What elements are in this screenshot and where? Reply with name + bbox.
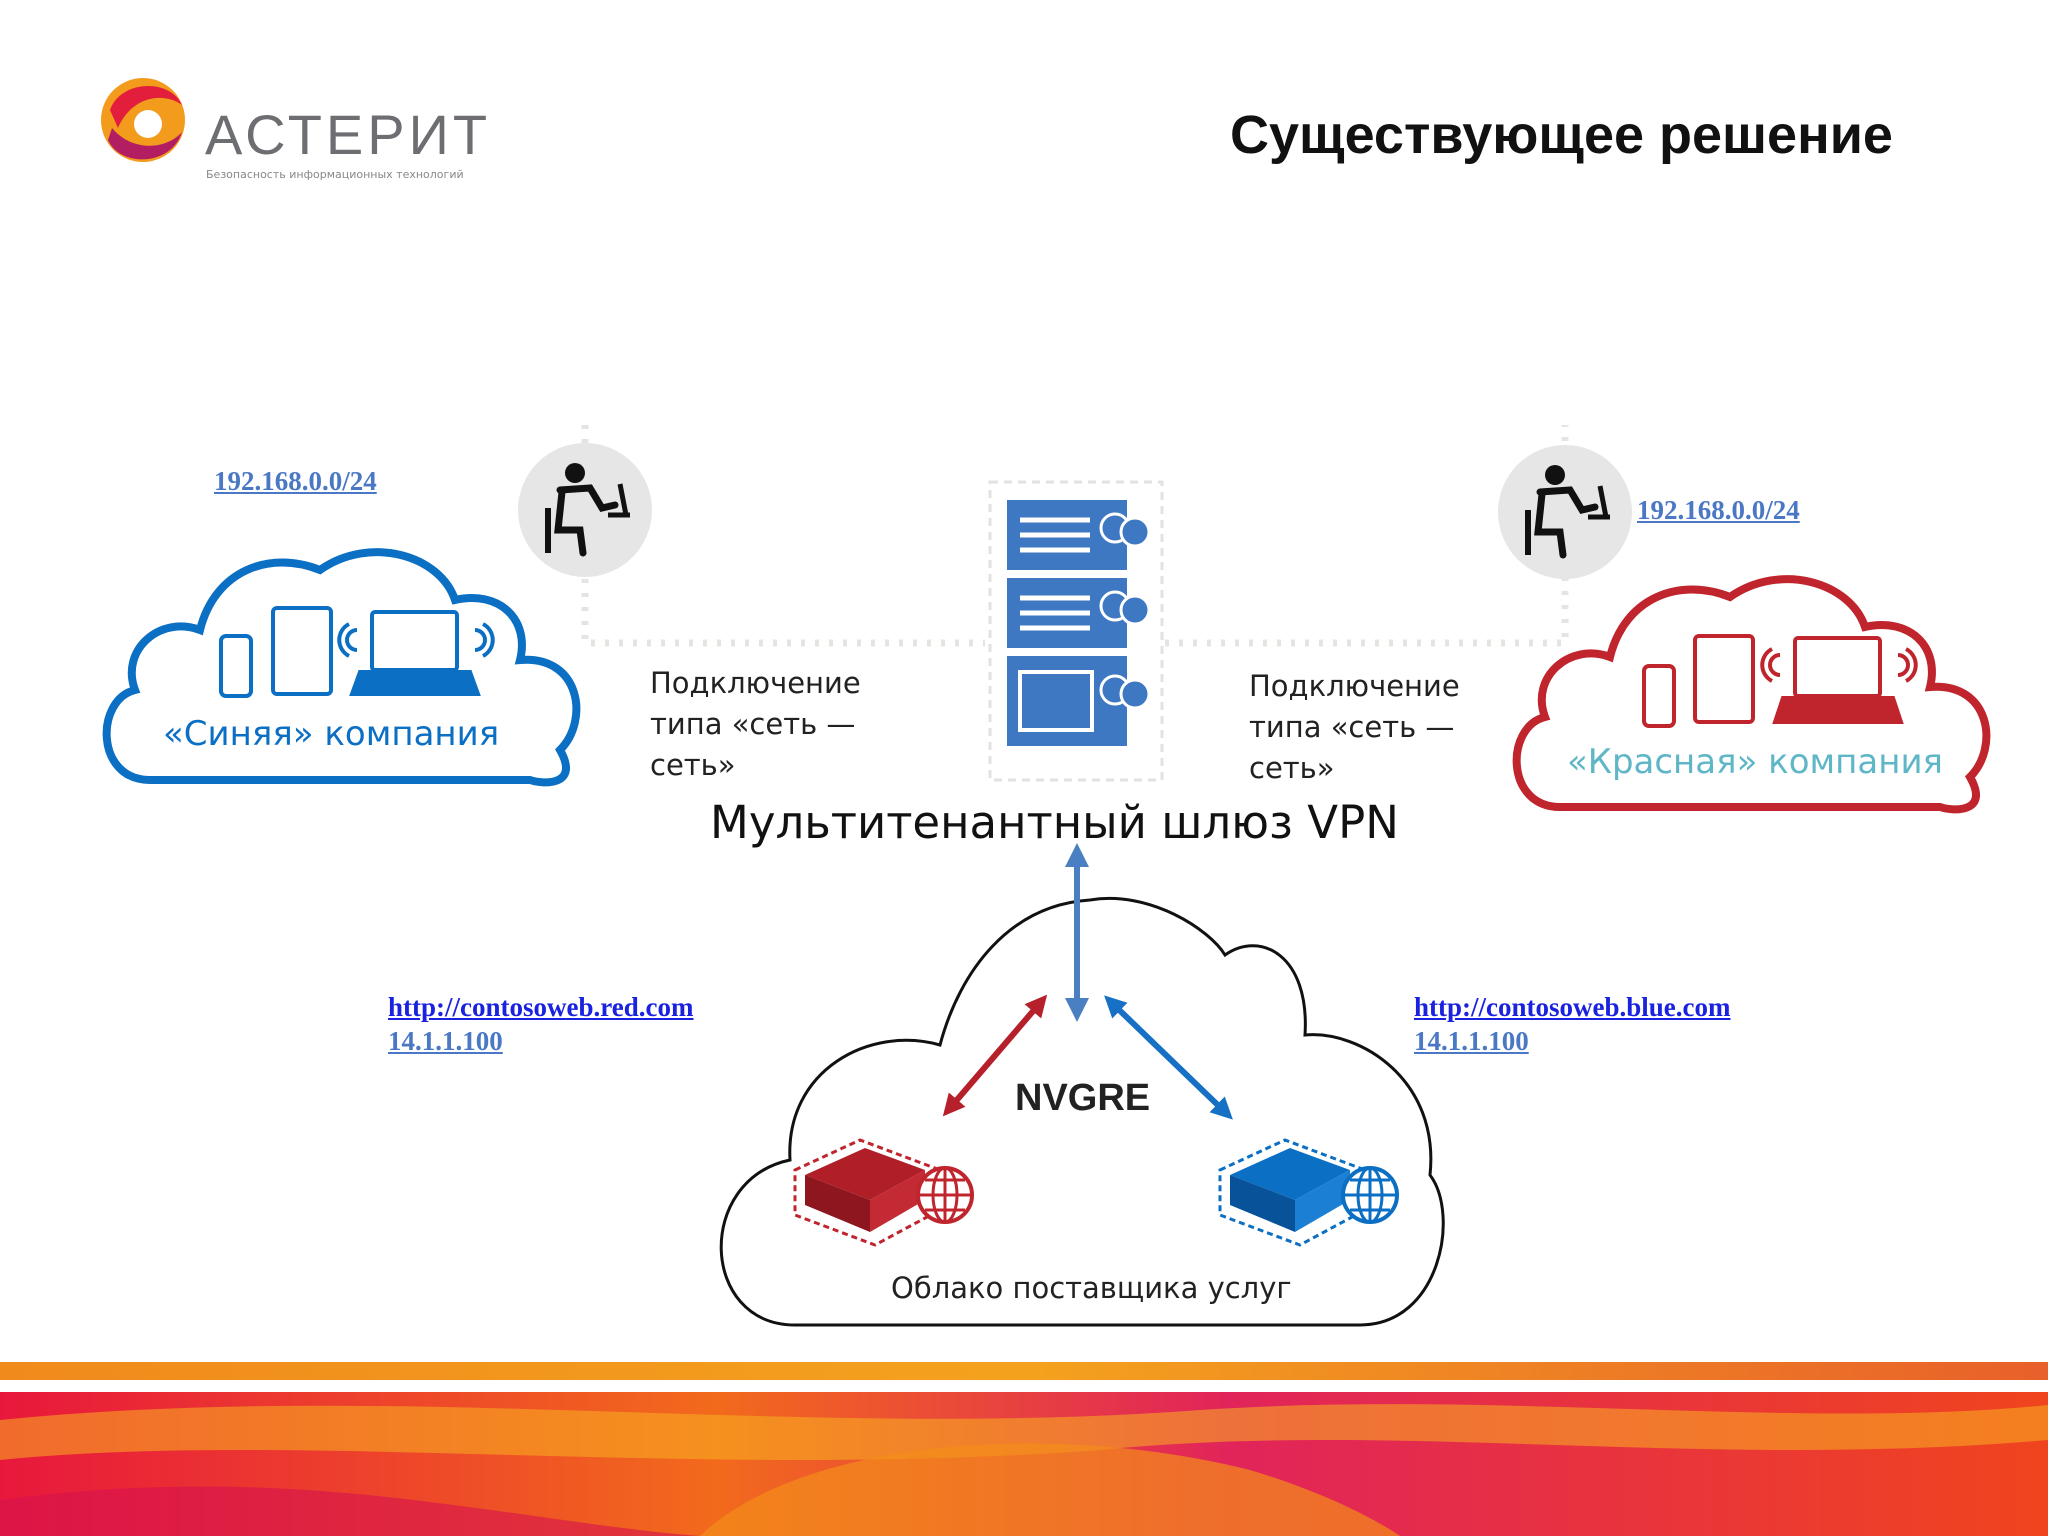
blue-company-label: «Синяя» компания: [163, 714, 500, 754]
gateway-server-icon: [1007, 500, 1151, 746]
brand-name: АСТЕРИТ: [205, 103, 492, 166]
page-title: Существующее решение: [1230, 105, 1893, 165]
blue-arrow: [1104, 995, 1233, 1120]
blue-server-icon: [1218, 1138, 1399, 1247]
red-company-label: «Красная» компания: [1567, 742, 1944, 782]
brand-tagline: Безопасность информационных технологий: [206, 168, 464, 181]
red-service-url[interactable]: http://contosoweb.red.com: [388, 992, 694, 1022]
provider-cloud-label: Облако поставщика услуг: [891, 1271, 1292, 1305]
gateway-label: Мультитенантный шлюз VPN: [710, 796, 1399, 849]
connection-left-label: Подключение типа «сеть — сеть»: [650, 666, 861, 782]
connection-right-label: Подключение типа «сеть — сеть»: [1249, 669, 1460, 785]
red-service-ip[interactable]: 14.1.1.100: [388, 1026, 503, 1056]
user-icon-left: [518, 443, 652, 577]
blue-devices: [219, 606, 495, 698]
logo-mark: [101, 78, 185, 162]
blue-service-ip[interactable]: 14.1.1.100: [1414, 1026, 1529, 1056]
red-devices: [1642, 634, 1918, 728]
user-icon-right: [1498, 445, 1632, 579]
nvgre-label: NVGRE: [1015, 1077, 1151, 1119]
gateway-frame: [988, 480, 1164, 782]
red-arrow: [942, 994, 1048, 1117]
blue-service-url[interactable]: http://contosoweb.blue.com: [1414, 992, 1731, 1022]
red-cloud: [1512, 575, 1991, 814]
decorative-band: [0, 1362, 2048, 1536]
red-server-icon: [793, 1138, 974, 1247]
blue-subnet-link[interactable]: 192.168.0.0/24: [214, 466, 377, 496]
blue-cloud: [102, 548, 581, 787]
red-subnet-link[interactable]: 192.168.0.0/24: [1637, 495, 1800, 525]
